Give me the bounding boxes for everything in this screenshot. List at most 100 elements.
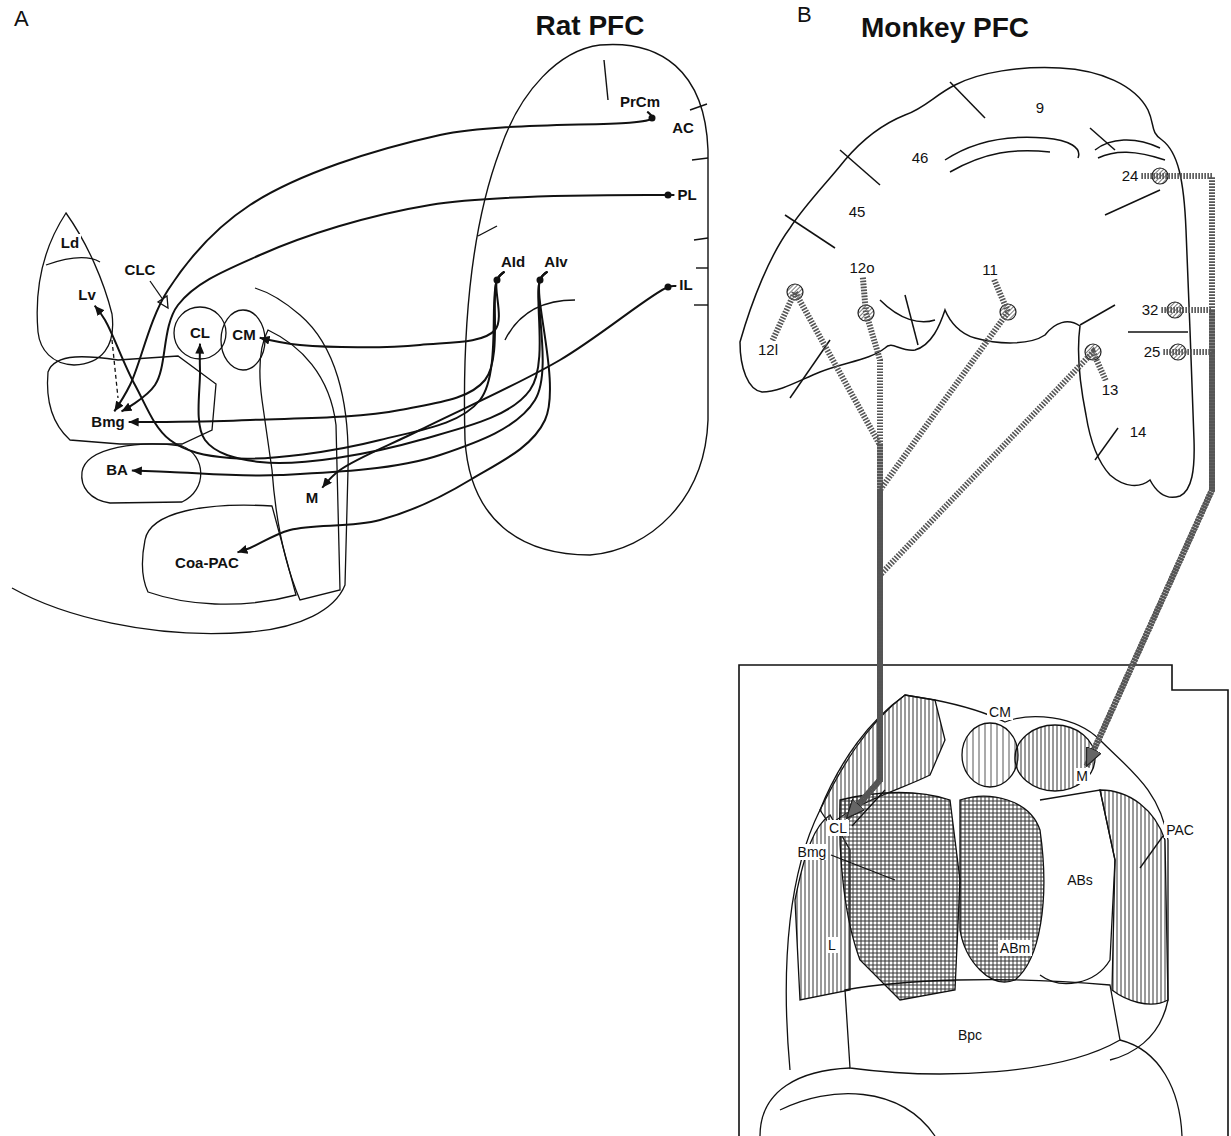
label-text: PrCm: [620, 93, 660, 110]
area-number: 12o: [847, 259, 876, 276]
nucleus-label: CM: [230, 326, 257, 343]
label-text: CL: [829, 820, 847, 836]
projection-arrow: [132, 272, 548, 476]
nucleus-label: ABm: [998, 940, 1032, 956]
crosshatched-region: [840, 793, 960, 1001]
nucleus-outline: [48, 356, 216, 444]
nucleus-outline: [221, 310, 265, 370]
nucleus-label: IL: [677, 276, 694, 293]
panel-letter: A: [12, 6, 31, 31]
nucleus-label: PrCm: [618, 93, 662, 110]
cortex-outline: [740, 68, 1194, 498]
label-text: 13: [1102, 381, 1119, 398]
label-text: Bmg: [91, 413, 124, 430]
tissue-outline: [1120, 1040, 1182, 1136]
panel-title: Rat PFC: [534, 10, 647, 42]
nucleus-outline: [142, 505, 296, 604]
label-text: CL: [190, 324, 210, 341]
nucleus-label: L: [826, 937, 838, 953]
area-boundary: [840, 150, 880, 185]
projection-arrow: [772, 292, 880, 818]
area-number: 14: [1128, 423, 1149, 440]
nucleus-outline: [1040, 790, 1115, 983]
area-boundary: [1090, 128, 1115, 150]
monkey-amygdala: [739, 665, 1228, 1136]
nucleus-label: PL: [675, 186, 698, 203]
nucleus-label: Bpc: [956, 1027, 984, 1043]
label-text: ABs: [1067, 872, 1093, 888]
nucleus-label: CL: [827, 820, 849, 836]
projection-arrow: [1087, 176, 1212, 766]
label-text: 12l: [758, 341, 778, 358]
projection-arrow: [114, 112, 652, 412]
nucleus-label: CL: [188, 324, 212, 341]
label-text: 9: [1036, 99, 1044, 116]
projection-arrow: [1087, 310, 1212, 766]
projection-arrow: [847, 278, 880, 818]
nucleus-label: CLC: [123, 261, 158, 278]
label-text: 25: [1144, 343, 1161, 360]
area-boundary: [1080, 305, 1115, 325]
label-text: ABm: [1000, 940, 1030, 956]
label-text: AC: [672, 119, 694, 136]
cortex-outline: [464, 44, 708, 555]
nucleus-outline: [37, 213, 112, 365]
label-text: M: [1076, 768, 1088, 784]
tissue-outline: [760, 1068, 850, 1136]
area-boundary: [604, 60, 608, 100]
area-number: 32: [1140, 301, 1161, 318]
area-number: 11: [980, 261, 1000, 278]
nucleus-label: M: [304, 489, 321, 506]
nucleus-label: AId: [499, 253, 527, 270]
area-number: 9: [1034, 99, 1046, 116]
nucleus-label: Bmg: [89, 413, 126, 430]
area-number: 24: [1120, 167, 1141, 184]
label-text: 45: [849, 203, 866, 220]
injection-dots: [787, 168, 1186, 360]
injection-dot: [858, 305, 874, 321]
label-text: 12o: [849, 259, 874, 276]
area-boundary: [1128, 331, 1188, 333]
nucleus-boundary: [46, 258, 100, 265]
area-boundary: [1095, 428, 1118, 460]
area-boundary: [694, 304, 708, 305]
leader-line: [1140, 836, 1163, 868]
hatched-region: [1015, 725, 1095, 791]
amygdala-outline: [12, 288, 348, 634]
label-text: CM: [989, 704, 1011, 720]
label-text: Lv: [78, 286, 96, 303]
area-number: 46: [910, 149, 931, 166]
label-text: Bpc: [958, 1027, 982, 1043]
area-number: 45: [847, 203, 868, 220]
projection-arrow: [260, 272, 505, 348]
crosshatched-region: [960, 796, 1044, 982]
area-boundary: [785, 215, 835, 248]
nucleus-label: BA: [104, 461, 130, 478]
sulcus: [950, 151, 1050, 172]
label-text: AIv: [544, 253, 567, 270]
area-boundary: [696, 267, 708, 268]
nucleus-label: AC: [670, 119, 696, 136]
label-text: AId: [501, 253, 525, 270]
nucleus-label: Bmg: [796, 844, 829, 860]
leader-line: [831, 855, 895, 880]
tissue-outline: [780, 1094, 935, 1136]
label-text: IL: [679, 276, 692, 293]
area-boundary: [1105, 190, 1160, 215]
area-boundary: [905, 295, 918, 345]
projection-arrow: [322, 286, 676, 488]
label-text: BA: [106, 461, 128, 478]
nucleus-label: M: [1074, 768, 1090, 784]
area-number: 25: [1142, 343, 1163, 360]
sulcus: [1098, 152, 1165, 160]
nucleus-outline: [786, 695, 1168, 1070]
nucleus-label: Lv: [76, 286, 98, 303]
label-text: L: [828, 937, 836, 953]
label-text: 24: [1122, 167, 1139, 184]
area-number: 12l: [756, 341, 780, 358]
injection-dots: [494, 115, 672, 291]
label-text: 46: [912, 149, 929, 166]
monkey-cortex: [740, 68, 1194, 498]
label-text: PL: [677, 186, 696, 203]
area-boundary: [692, 158, 708, 160]
